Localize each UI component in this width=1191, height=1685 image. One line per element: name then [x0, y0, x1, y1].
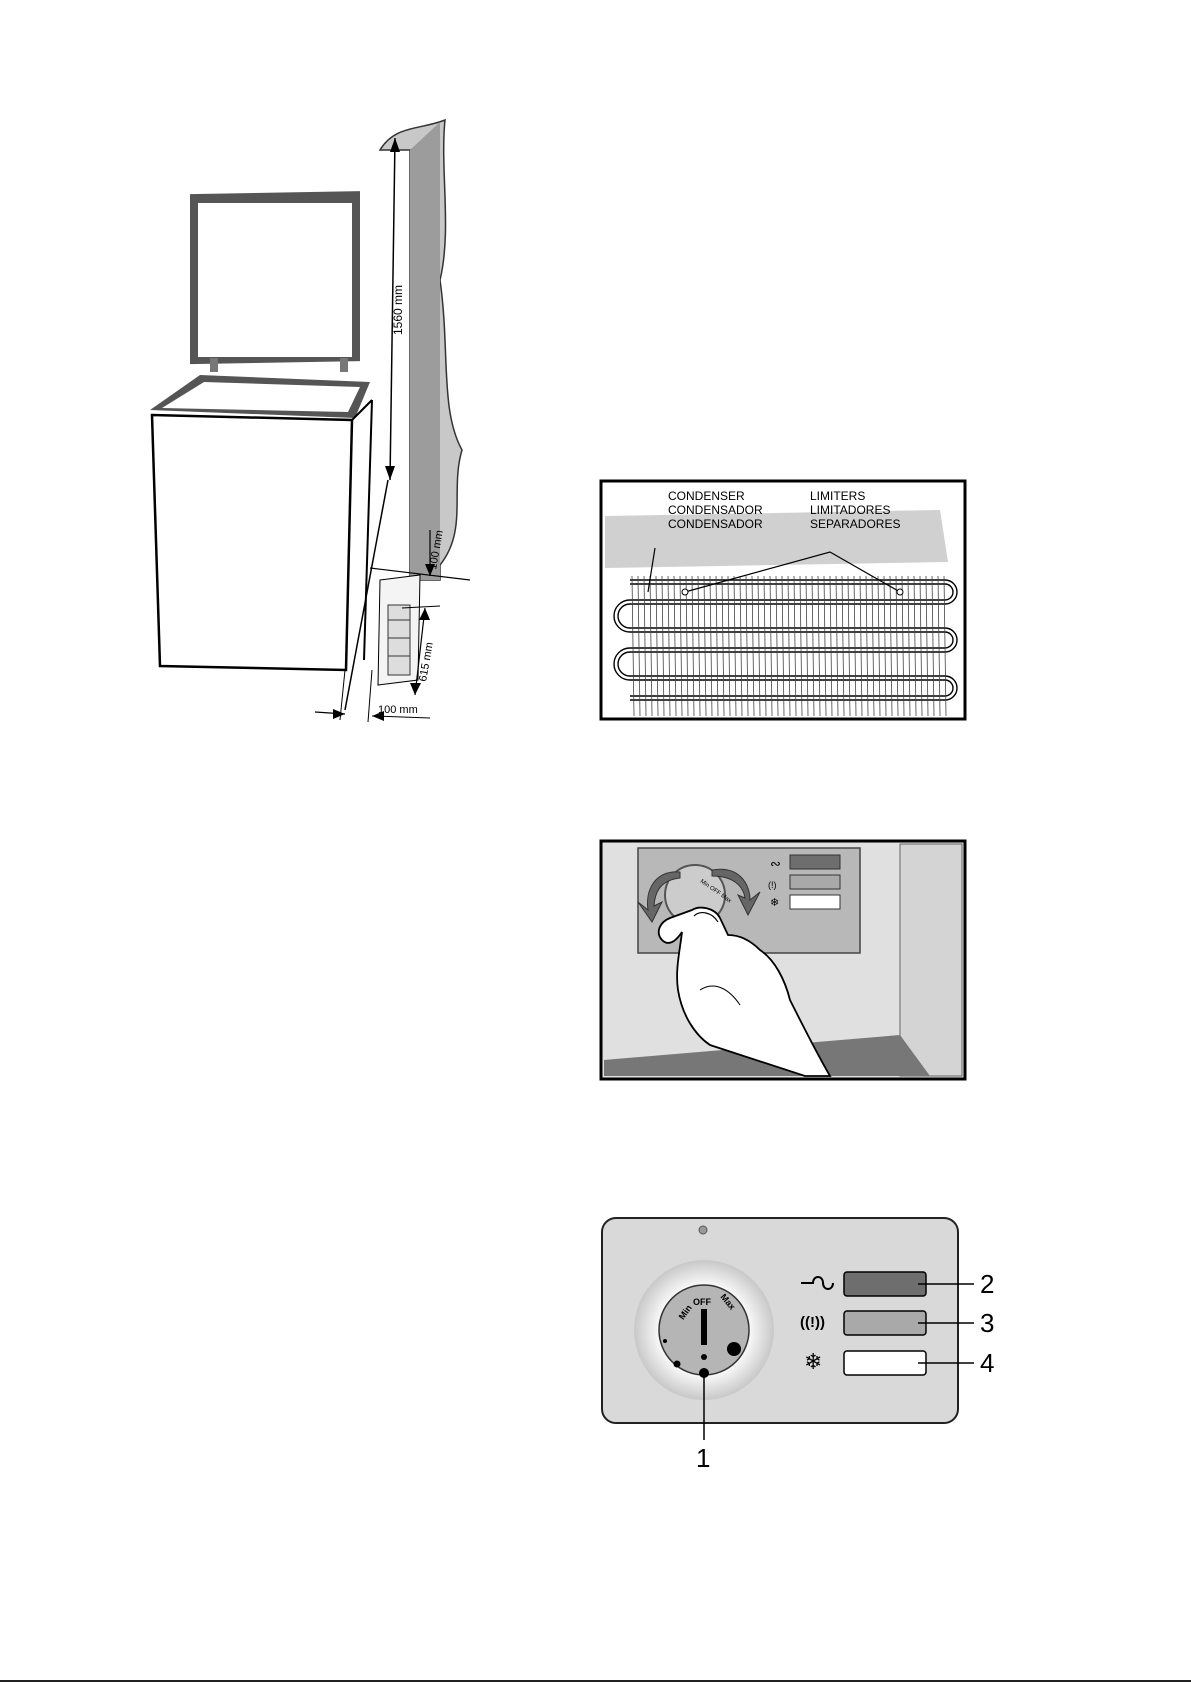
callout-3: 3 — [980, 1308, 994, 1338]
callout-1: 1 — [696, 1443, 710, 1473]
condenser-label-pt: CONDENSADOR — [668, 517, 763, 531]
callout-4: 4 — [980, 1348, 994, 1378]
side-gap-label: 100 mm — [378, 704, 418, 716]
limiters-label-en: LIMITERS — [810, 489, 865, 503]
dial-off-label: OFF — [693, 1297, 711, 1307]
freezer-body — [152, 415, 352, 670]
condenser-diagram: CONDENSER CONDENSADOR CONDENSADOR LIMITE… — [600, 480, 966, 720]
alarm-icon: ((!)) — [800, 1314, 825, 1331]
indicator-freeze-light — [844, 1351, 926, 1375]
snowflake-icon: ❄ — [804, 1349, 822, 1374]
indicator-alarm-light — [844, 1311, 926, 1335]
thermostat-hand-illustration: Min OFF Max ∾ (!) ❄ — [600, 840, 966, 1080]
condenser-label-es: CONDENSADOR — [668, 503, 763, 517]
page-bottom-rule — [0, 1680, 1191, 1682]
snowflake-icon-small: ❄ — [770, 897, 779, 909]
limiters-label-pt: SEPARADORES — [810, 517, 900, 531]
indicator-freeze — [790, 895, 840, 909]
installation-diagram: 1560 mm 100 mm 615 mm 100 mm — [140, 110, 520, 780]
indicator-power — [790, 855, 840, 869]
dial-pointer — [701, 1309, 707, 1345]
control-panel-diagram: Min OFF Max ((!)) ❄ 1 2 3 4 — [596, 1215, 1016, 1475]
callout-2: 2 — [980, 1269, 994, 1299]
condenser-label-en: CONDENSER — [668, 489, 745, 503]
height-dimension-label: 1560 mm — [391, 285, 405, 335]
wave-icon: ∾ — [770, 856, 781, 871]
indicator-alarm — [790, 875, 840, 889]
alarm-icon-small: (!) — [768, 880, 777, 890]
limiters-label-es: LIMITADORES — [810, 503, 890, 517]
indicator-power-light — [844, 1272, 926, 1296]
